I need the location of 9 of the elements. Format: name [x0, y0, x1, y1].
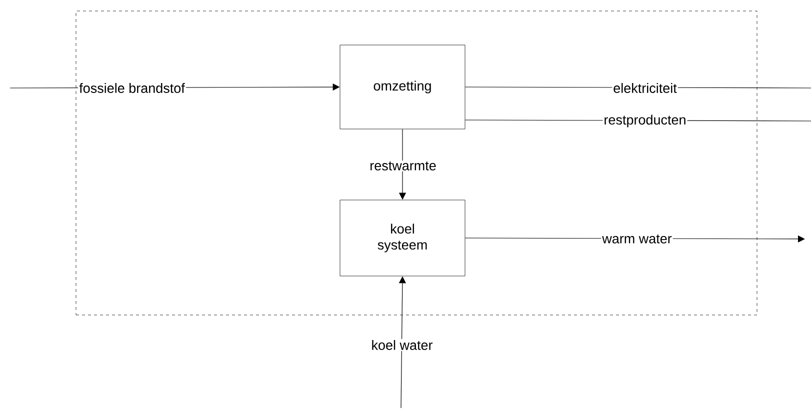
edge-label: warm water: [601, 234, 673, 244]
edge-label: elektriciteit: [612, 82, 678, 94]
process-box: omzetting: [340, 44, 466, 130]
edge-label: koel water: [370, 339, 434, 351]
edge-label: restproducten: [602, 114, 688, 128]
edge-label: restwarmte: [368, 160, 438, 172]
boundary-frame: [76, 10, 758, 316]
edge-label: fossiele brandstof: [78, 82, 186, 94]
process-box: koel systeem: [340, 200, 466, 276]
